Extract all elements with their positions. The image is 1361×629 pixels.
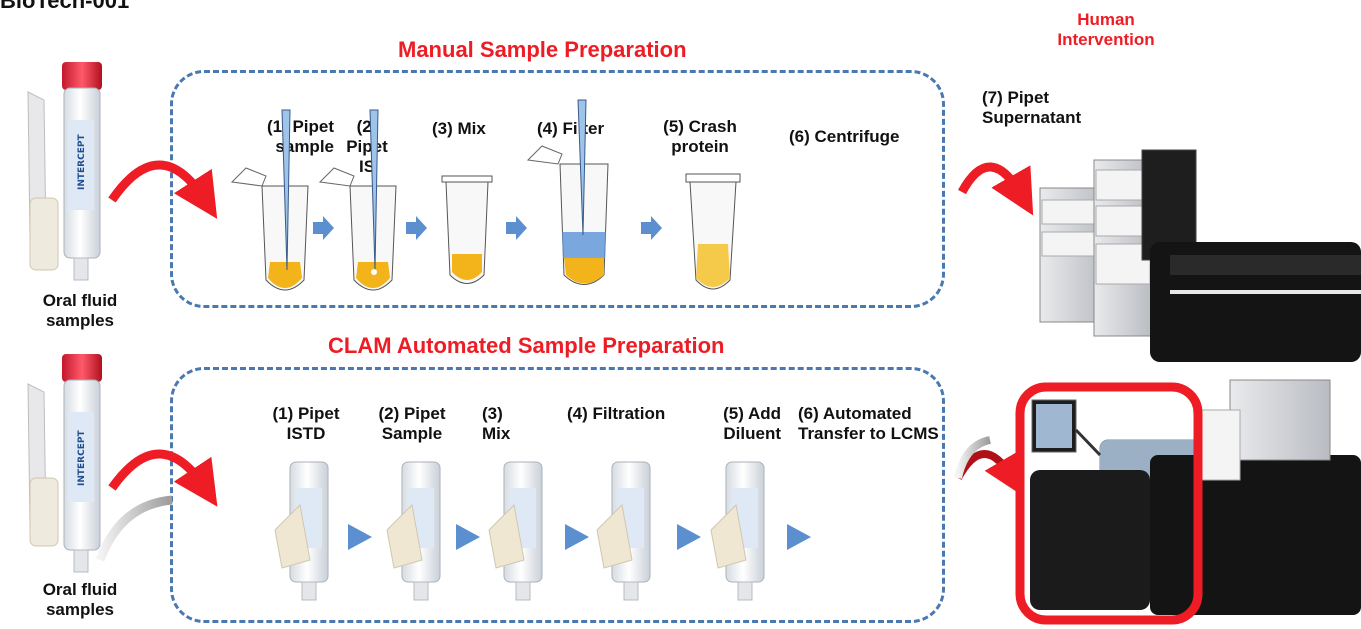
step-arrow-icon [313, 216, 334, 240]
manual-step-6-label: (6) Centrifuge [789, 127, 900, 146]
auto-step-5-label: (5) Add Diluent [723, 404, 781, 443]
auto-step-2-label: (2) Pipet Sample [378, 404, 446, 443]
microtube-icon [318, 109, 397, 291]
manual-step-5-label: (5) Crash protein [663, 117, 737, 156]
manual-step-4-label: (4) Filter [537, 119, 605, 138]
human-intervention-title: Human Intervention [1057, 10, 1155, 49]
highlight-frame [1015, 382, 1203, 625]
sample-kit-icon [710, 461, 765, 601]
step-triangle-icon [787, 524, 811, 550]
sample-kit-icon [596, 461, 651, 601]
manual-source-label: Oral fluid samples [42, 291, 118, 330]
step-triangle-icon [677, 524, 701, 550]
manual-process-box [170, 70, 945, 308]
clam-lcms-instrument-icon [1015, 379, 1361, 625]
microtube-icon [685, 173, 741, 290]
grey-swoosh-icon [954, 436, 992, 479]
step-arrow-icons [313, 216, 662, 240]
microtube-icon [441, 175, 493, 284]
microtube-icon [230, 109, 309, 291]
oral-fluid-kit-icon: INTERCEPT [27, 354, 102, 573]
microtube-icon [526, 99, 609, 285]
step-arrow-icon [641, 216, 662, 240]
auto-step-1-label: (1) Pipet ISTD [272, 404, 340, 443]
manual-section-title: Manual Sample Preparation [398, 37, 687, 62]
step-triangle-icon [565, 524, 589, 550]
curved-arrow-icon [108, 160, 218, 219]
step-arrow-icon [506, 216, 527, 240]
manual-step-3-label: (3) Mix [432, 119, 486, 138]
oral-fluid-kit-icon: INTERCEPT [27, 62, 102, 281]
step-arrow-icon [406, 216, 427, 240]
sample-kit-icon [488, 461, 543, 601]
automated-process-box [170, 367, 945, 623]
curved-arrow-icon [958, 162, 1034, 216]
manual-step-7-label: (7) Pipet Supernatant [982, 88, 1082, 127]
auto-step-4-label: (4) Filtration [567, 404, 666, 423]
automated-source-label: Oral fluid samples [42, 580, 118, 619]
svg-text:INTERCEPT: INTERCEPT [77, 134, 87, 190]
grey-swoosh-icon [95, 495, 173, 562]
svg-text:INTERCEPT: INTERCEPT [77, 430, 87, 486]
sample-kit-icon [274, 461, 329, 601]
auto-step-6-label: (6) Automated Transfer to LCMS [798, 404, 939, 443]
auto-step-3-label: (3) Mix [482, 404, 511, 443]
step-triangle-icon [456, 524, 480, 550]
document-title: BioTech-001 [0, 0, 130, 13]
lcms-instrument-icon [1039, 149, 1361, 362]
step-triangles [348, 524, 811, 550]
curved-arrow-icon [108, 449, 218, 507]
automated-section-title: CLAM Automated Sample Preparation [328, 333, 725, 358]
sample-kit-icon [386, 461, 441, 601]
step-triangle-icon [348, 524, 372, 550]
